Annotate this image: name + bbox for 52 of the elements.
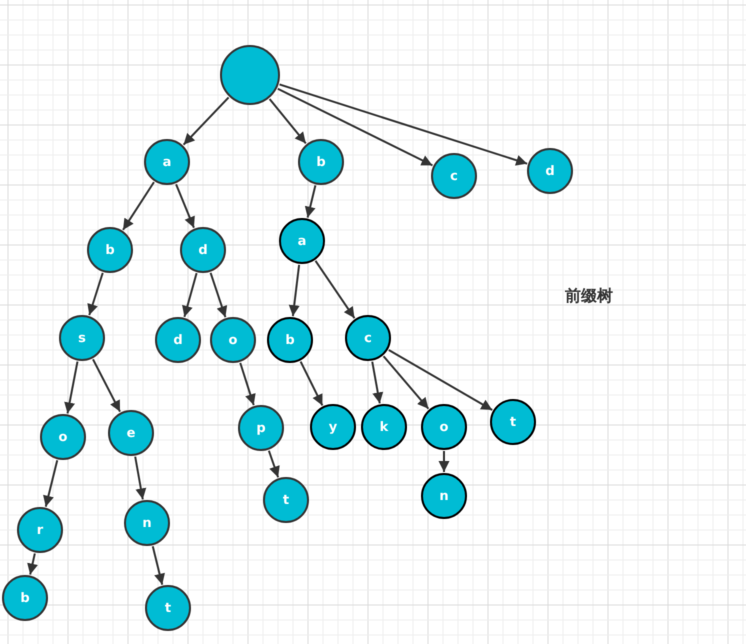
letter-node: e [108, 410, 154, 456]
letter-node: t [490, 399, 536, 445]
arrow [388, 349, 493, 411]
letter-node: n [124, 500, 170, 546]
letter-node: b [87, 227, 133, 273]
arrow [92, 358, 121, 412]
arrow [314, 260, 356, 319]
arrow [43, 460, 58, 507]
letter-node: o [40, 414, 86, 460]
letter-node: o [210, 317, 256, 363]
arrow [382, 356, 430, 410]
arrow [268, 98, 307, 144]
arrow [182, 96, 230, 146]
letter-node: a [144, 139, 190, 185]
letter-node: c [431, 153, 477, 199]
arrow [122, 182, 155, 230]
arrow [210, 272, 228, 318]
letter-node: t [263, 477, 309, 523]
letter-node: t [145, 585, 191, 631]
arrow [87, 272, 104, 316]
arrow [152, 546, 165, 585]
letter-node: b [267, 317, 313, 363]
letter-node: d [180, 227, 226, 273]
letter-node: d [527, 148, 573, 194]
letter-node: k [361, 404, 407, 450]
arrow [134, 456, 146, 500]
letter-node: a [279, 218, 325, 264]
letter-node: s [59, 315, 105, 361]
tree-title: 前缀树 [565, 286, 613, 307]
letter-node: b [298, 139, 344, 185]
arrow [288, 264, 300, 316]
letter-node: r [17, 507, 63, 553]
root-node [220, 45, 280, 105]
letter-node: c [345, 315, 391, 361]
arrow [239, 362, 256, 406]
arrow [279, 84, 528, 166]
arrow [277, 88, 433, 166]
letter-node: y [310, 404, 356, 450]
arrow [27, 553, 38, 575]
arrow [371, 361, 384, 404]
arrow [182, 272, 198, 318]
arrow [438, 451, 450, 472]
letter-node: p [238, 405, 284, 451]
letter-node: b [2, 575, 48, 621]
arrow [175, 184, 195, 228]
arrow [304, 185, 316, 218]
arrow [64, 361, 78, 414]
arrow [268, 450, 280, 478]
arrow [300, 361, 324, 406]
letter-node: d [155, 317, 201, 363]
letter-node: o [421, 404, 467, 450]
letter-node: n [421, 473, 467, 519]
